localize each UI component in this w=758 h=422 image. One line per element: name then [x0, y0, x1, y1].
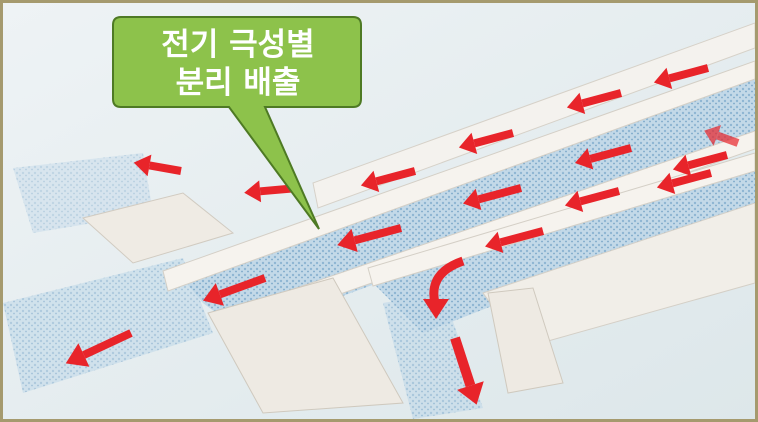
flow-arrow-icon: [429, 256, 465, 305]
flow-arrow-icon: [450, 336, 484, 405]
outlet-block-left: [81, 192, 235, 264]
flow-arrow-icon: [566, 89, 623, 114]
wall-top: [312, 22, 755, 209]
flow-arrow-icon: [704, 125, 740, 147]
flow-arrow-icon: [337, 224, 403, 253]
wall-1: [162, 60, 755, 292]
outlet-block-right: [487, 287, 564, 394]
flow-arrow-icon: [656, 169, 713, 194]
callout-label: 전기 극성별 분리 배출: [115, 21, 361, 107]
callout-line-1: 전기 극성별: [161, 27, 315, 63]
flow-arrow-icon: [133, 154, 182, 177]
flow-arrow-icon: [653, 64, 710, 89]
channel-structure: [81, 22, 755, 414]
flow-arrow-icon: [463, 184, 523, 211]
flow-arrow-icon: [360, 167, 417, 192]
flow-arrow-icon: [672, 151, 729, 176]
flow-arrows: [65, 64, 740, 405]
channel-illustration: [3, 3, 755, 419]
flow-arrow-icon: [65, 329, 133, 367]
flow-arrow-icon: [458, 129, 515, 154]
flow-arrow-icon: [423, 299, 449, 319]
callout-line-2: 분리 배출: [175, 65, 301, 101]
outlet-block-center: [207, 277, 404, 414]
flow-arrow-icon: [485, 227, 545, 254]
flow-arrow-icon: [202, 274, 267, 306]
flow-arrow-icon: [564, 187, 621, 212]
callout-bubble: [112, 16, 362, 230]
flow-arrow-icon: [574, 144, 633, 170]
